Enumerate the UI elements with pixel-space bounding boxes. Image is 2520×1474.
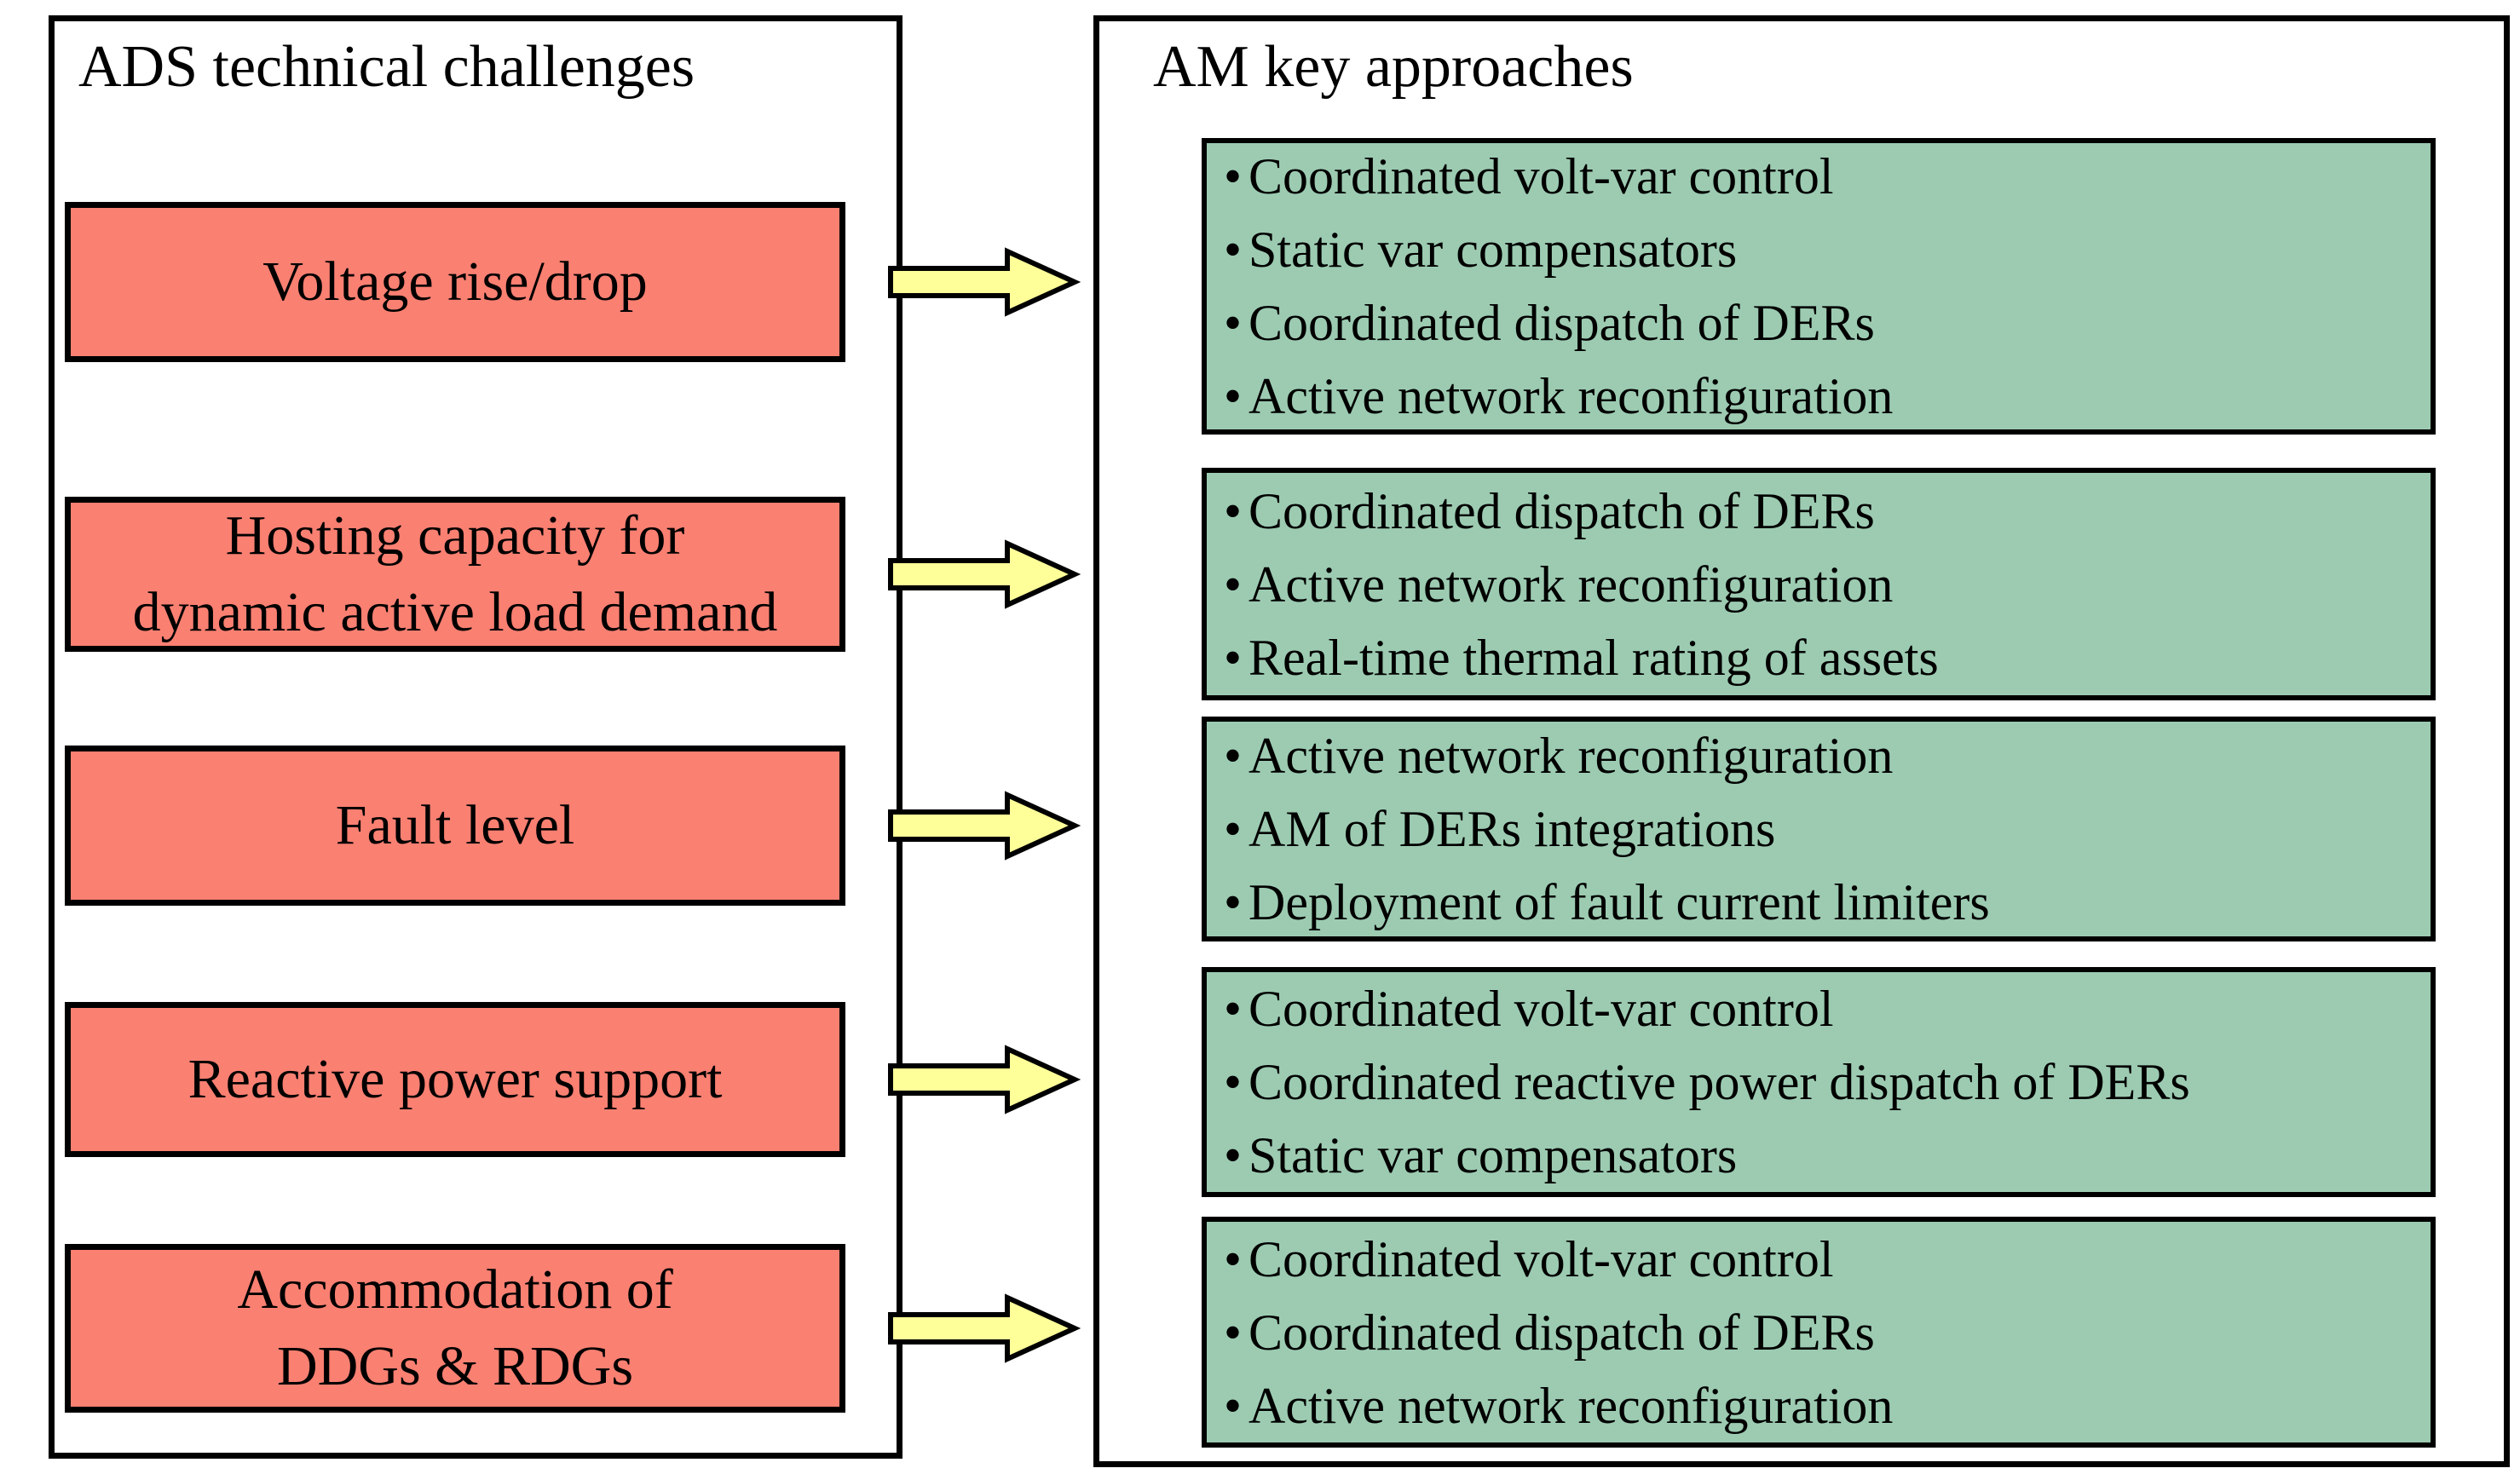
challenge-label: Hosting capacity for xyxy=(225,504,685,567)
approach-item: Deployment of fault current limiters xyxy=(1224,866,2422,939)
approach-item: Coordinated dispatch of DERs xyxy=(1224,286,2422,360)
challenge-label: dynamic active load demand xyxy=(132,581,778,643)
right-arrow-icon xyxy=(888,539,1081,609)
approach-item: Coordinated dispatch of DERs xyxy=(1224,475,2422,548)
challenge-label: Fault level xyxy=(335,794,575,856)
approach-box-row-3: Active network reconfiguration AM of DER… xyxy=(1202,717,2436,941)
approach-item: Coordinated reactive power dispatch of D… xyxy=(1224,1045,2422,1119)
challenge-label: Accommodation of xyxy=(237,1258,673,1321)
challenge-label: Voltage rise/drop xyxy=(262,250,648,313)
challenge-box-reactive-power-support: Reactive power support xyxy=(65,1002,845,1157)
approach-item: Coordinated volt-var control xyxy=(1224,1223,2422,1296)
approach-item: AM of DERs integrations xyxy=(1224,792,2422,866)
challenge-box-hosting-capacity: Hosting capacity for dynamic active load… xyxy=(65,497,845,652)
challenge-label: DDGs & RDGs xyxy=(276,1335,634,1397)
approach-box-row-2: Coordinated dispatch of DERs Active netw… xyxy=(1202,468,2436,700)
approach-item: Coordinated dispatch of DERs xyxy=(1224,1296,2422,1369)
challenge-label: Reactive power support xyxy=(187,1048,723,1110)
right-arrow-icon xyxy=(888,1293,1081,1363)
approach-item: Active network reconfiguration xyxy=(1224,1369,2422,1442)
challenge-box-accommodation-ddgs-rdgs: Accommodation of DDGs & RDGs xyxy=(65,1244,845,1413)
approach-box-row-4: Coordinated volt-var control Coordinated… xyxy=(1202,967,2436,1197)
approach-item: Static var compensators xyxy=(1224,1119,2422,1192)
approach-item: Coordinated volt-var control xyxy=(1224,140,2422,213)
approach-item: Active network reconfiguration xyxy=(1224,548,2422,621)
approach-box-row-1: Coordinated volt-var control Static var … xyxy=(1202,138,2436,435)
challenge-box-voltage-rise-drop: Voltage rise/drop xyxy=(65,202,845,362)
approach-item: Active network reconfiguration xyxy=(1224,719,2422,792)
right-arrow-icon xyxy=(888,1045,1081,1114)
challenge-box-fault-level: Fault level xyxy=(65,746,845,906)
approach-item: Static var compensators xyxy=(1224,213,2422,286)
right-arrow-icon xyxy=(888,247,1081,317)
approach-item: Real-time thermal rating of assets xyxy=(1224,621,2422,694)
approaches-panel-title: AM key approaches xyxy=(1153,34,1634,100)
approach-item: Coordinated volt-var control xyxy=(1224,972,2422,1045)
right-arrow-icon xyxy=(888,791,1081,861)
approach-box-row-5: Coordinated volt-var control Coordinated… xyxy=(1202,1217,2436,1448)
approach-item: Active network reconfiguration xyxy=(1224,360,2422,433)
challenges-panel-title: ADS technical challenges xyxy=(78,34,695,100)
